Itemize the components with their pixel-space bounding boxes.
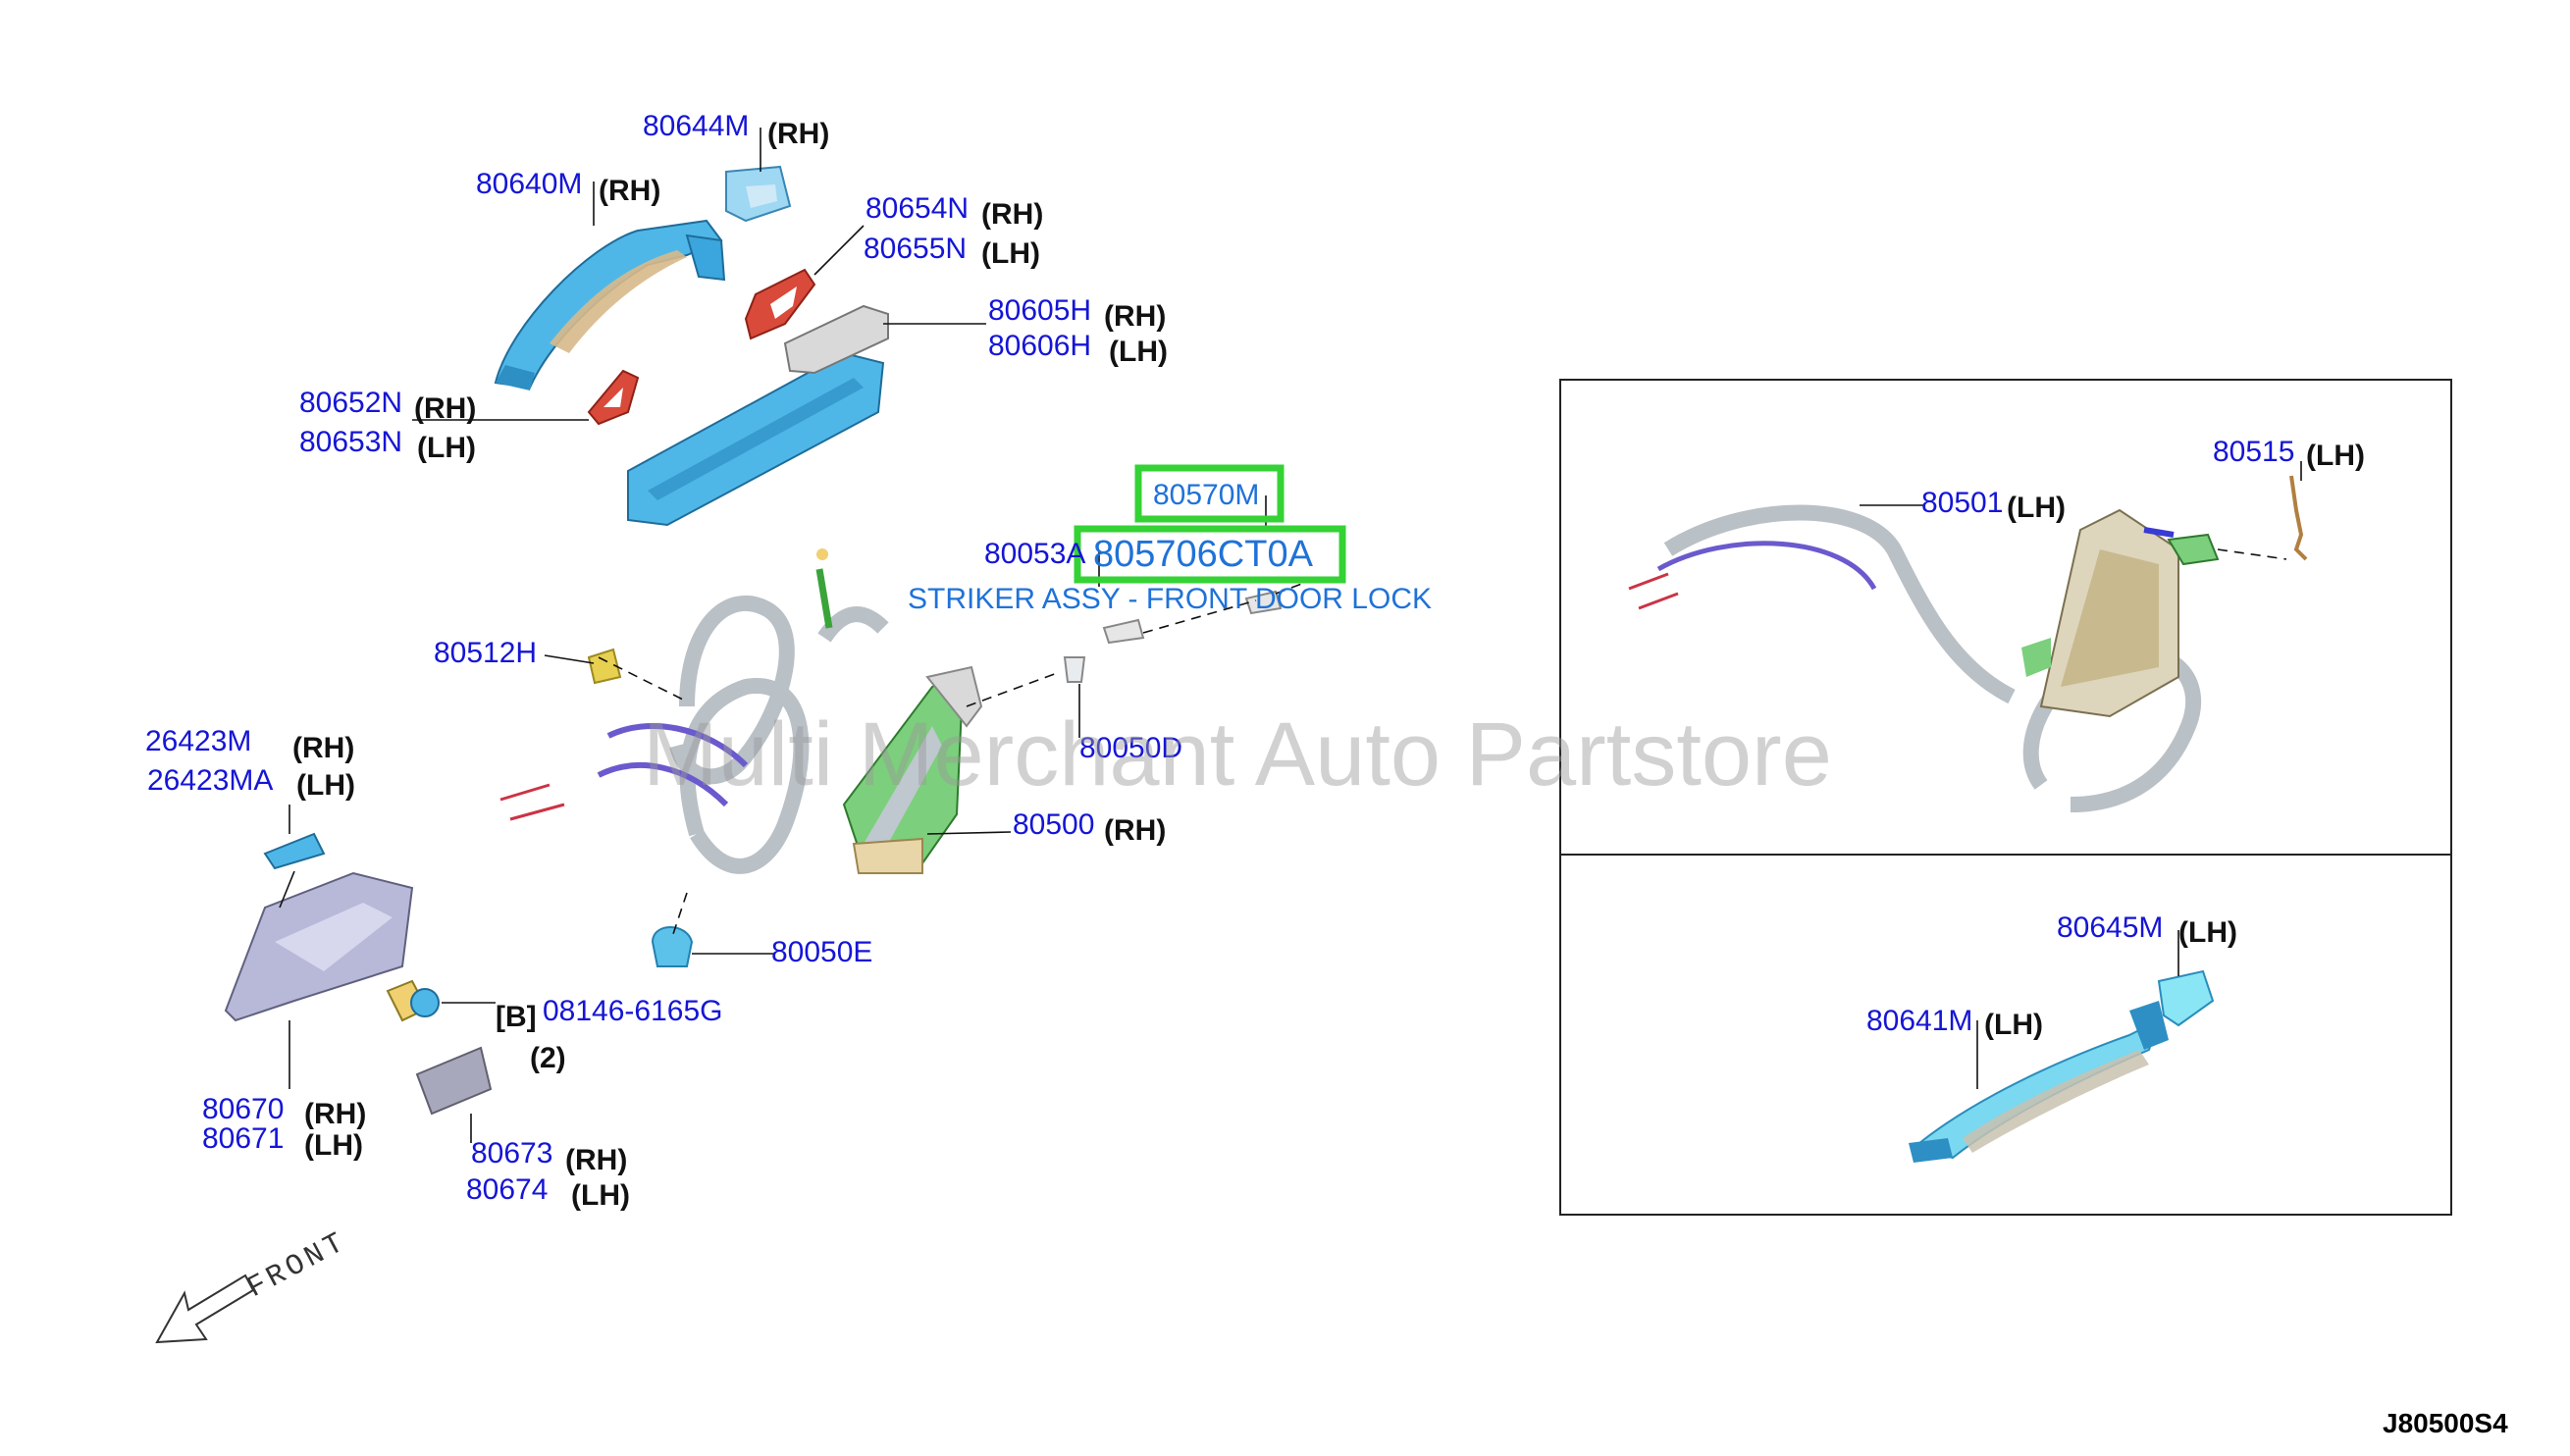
callout-80050E-number[interactable]: 80050E [771, 936, 872, 968]
callout-80500-number[interactable]: 80500 [1013, 808, 1094, 841]
callout-80652N-side: (RH) [414, 392, 476, 425]
striker-screws [1102, 590, 1283, 645]
diagram-code: J80500S4 [2383, 1408, 2508, 1438]
front-direction-arrow [155, 1274, 255, 1344]
callout-80645M-side: (LH) [2178, 916, 2237, 949]
callout-80644M-number[interactable]: 80644M [643, 110, 749, 142]
callout-80645M-number[interactable]: 80645M [2057, 911, 2163, 944]
door-lock-assembly-rh [499, 548, 983, 874]
callout-08146-prefix: [B] [496, 1001, 537, 1033]
callout-80515-number[interactable]: 80515 [2213, 436, 2294, 468]
outside-handle-rh [494, 219, 726, 390]
callout-26423MA-side: (LH) [296, 769, 355, 802]
callout-80671-side: (LH) [304, 1129, 363, 1162]
handle-gasket-rear [587, 369, 640, 426]
callout-80670-number[interactable]: 80670 [202, 1093, 284, 1125]
highlight-frame-80570M [1134, 464, 1285, 523]
callout-80515-side: (LH) [2306, 440, 2365, 472]
callout-80653N-number[interactable]: 80653N [299, 426, 402, 458]
callout-80655N-number[interactable]: 80655N [864, 233, 967, 265]
callout-26423M-number[interactable]: 26423M [145, 725, 251, 757]
callout-80606H-number[interactable]: 80606H [988, 330, 1091, 362]
callout-80671-number[interactable]: 80671 [202, 1122, 284, 1155]
callout-80653N-side: (LH) [417, 432, 476, 464]
outside-handle-lh [1909, 1001, 2169, 1163]
callout-80605H-number[interactable]: 80605H [988, 294, 1091, 327]
inside-handle-clip [263, 832, 326, 870]
watermark-text: Multi Merchant Auto Partstore [643, 704, 1832, 805]
callout-80654N-side: (RH) [981, 198, 1043, 231]
door-lock-assembly-lh [1628, 504, 2220, 812]
callout-80655N-side: (LH) [981, 237, 1040, 270]
callout-80501-number[interactable]: 80501 [1921, 487, 2003, 519]
highlight-frame-part-number [1074, 525, 1346, 584]
inside-handle [224, 871, 414, 1022]
callout-26423M-side: (RH) [292, 732, 354, 764]
lock-rod-clip [587, 648, 622, 685]
callout-80641M-number[interactable]: 80641M [1866, 1005, 1972, 1037]
callout-80641M-side: (LH) [1984, 1009, 2043, 1041]
callout-80654N-number[interactable]: 80654N [865, 192, 969, 225]
callout-80673-side: (RH) [565, 1144, 627, 1176]
inside-handle-cover [415, 1046, 493, 1116]
highlight-part-number[interactable]: 805706CT0A [1093, 534, 1314, 575]
callout-80050D-number[interactable]: 80050D [1079, 732, 1182, 764]
callout-26423MA-number[interactable]: 26423MA [147, 764, 273, 797]
callout-80673-number[interactable]: 80673 [471, 1137, 552, 1170]
lh-handle-inset-box [1559, 854, 2452, 1216]
callout-80674-side: (LH) [571, 1179, 630, 1212]
handle-bracket [627, 304, 889, 527]
callout-08146-qty: (2) [530, 1042, 566, 1074]
key-cylinder-cover-lh [2157, 969, 2215, 1027]
highlight-description: STRIKER ASSY - FRONT DOOR LOCK [908, 583, 1432, 615]
callout-80606H-side: (LH) [1109, 336, 1168, 368]
callout-80501-side: (LH) [2007, 492, 2066, 524]
highlight-part-ref[interactable]: 80570M [1153, 479, 1259, 511]
callout-80512H-number[interactable]: 80512H [434, 637, 537, 669]
callout-08146-number[interactable]: 08146-6165G [543, 995, 723, 1027]
callout-80670-side: (RH) [304, 1098, 366, 1130]
callout-80500-side: (RH) [1104, 814, 1166, 847]
callout-80053A-number[interactable]: 80053A [984, 538, 1085, 570]
callout-80605H-side: (RH) [1104, 300, 1166, 333]
callout-80640M-side: (RH) [599, 175, 660, 207]
callout-80652N-number[interactable]: 80652N [299, 387, 402, 419]
callout-80644M-side: (RH) [767, 118, 829, 150]
lock-rod-80515 [2289, 475, 2308, 561]
handle-gasket-front [744, 268, 816, 340]
key-cylinder-cover-rh [725, 165, 792, 223]
bolt-08146 [386, 979, 440, 1022]
callout-80640M-number[interactable]: 80640M [476, 168, 582, 200]
grommet-80050E [651, 926, 694, 967]
callout-80674-number[interactable]: 80674 [466, 1173, 548, 1206]
screw-80050D [1063, 656, 1086, 683]
front-label: FRONT [242, 1225, 353, 1306]
